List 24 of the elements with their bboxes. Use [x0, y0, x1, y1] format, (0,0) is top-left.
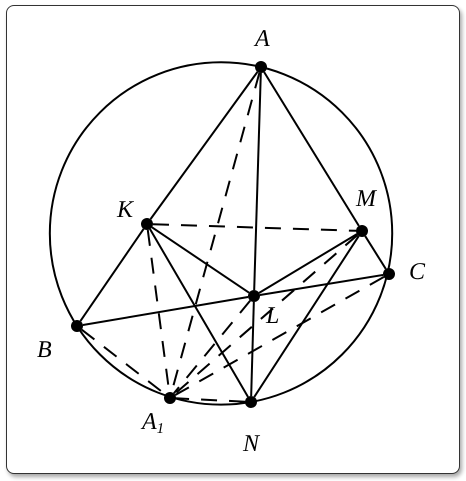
point-label: A$_{1}$ — [142, 410, 164, 434]
point-label: K — [117, 198, 134, 222]
dashed-segment — [173, 300, 251, 394]
segment — [82, 296, 248, 326]
segment — [258, 233, 358, 294]
segment — [253, 72, 262, 290]
dashed-segment — [174, 276, 384, 396]
dashed-segment — [174, 234, 358, 395]
segment — [263, 72, 360, 226]
dashed-segment — [152, 223, 356, 232]
point-label: A — [255, 27, 270, 51]
segment — [250, 302, 255, 396]
point-label: C — [409, 260, 426, 284]
segment — [151, 226, 250, 294]
point-label: B — [37, 338, 52, 362]
dashed-segment — [176, 397, 246, 403]
segment — [253, 235, 360, 398]
point-label: M — [356, 187, 376, 211]
segment — [150, 71, 258, 220]
segment — [260, 274, 384, 296]
segment — [80, 228, 144, 322]
point-label: N — [243, 432, 260, 456]
segment — [364, 236, 387, 270]
segment — [149, 228, 249, 398]
